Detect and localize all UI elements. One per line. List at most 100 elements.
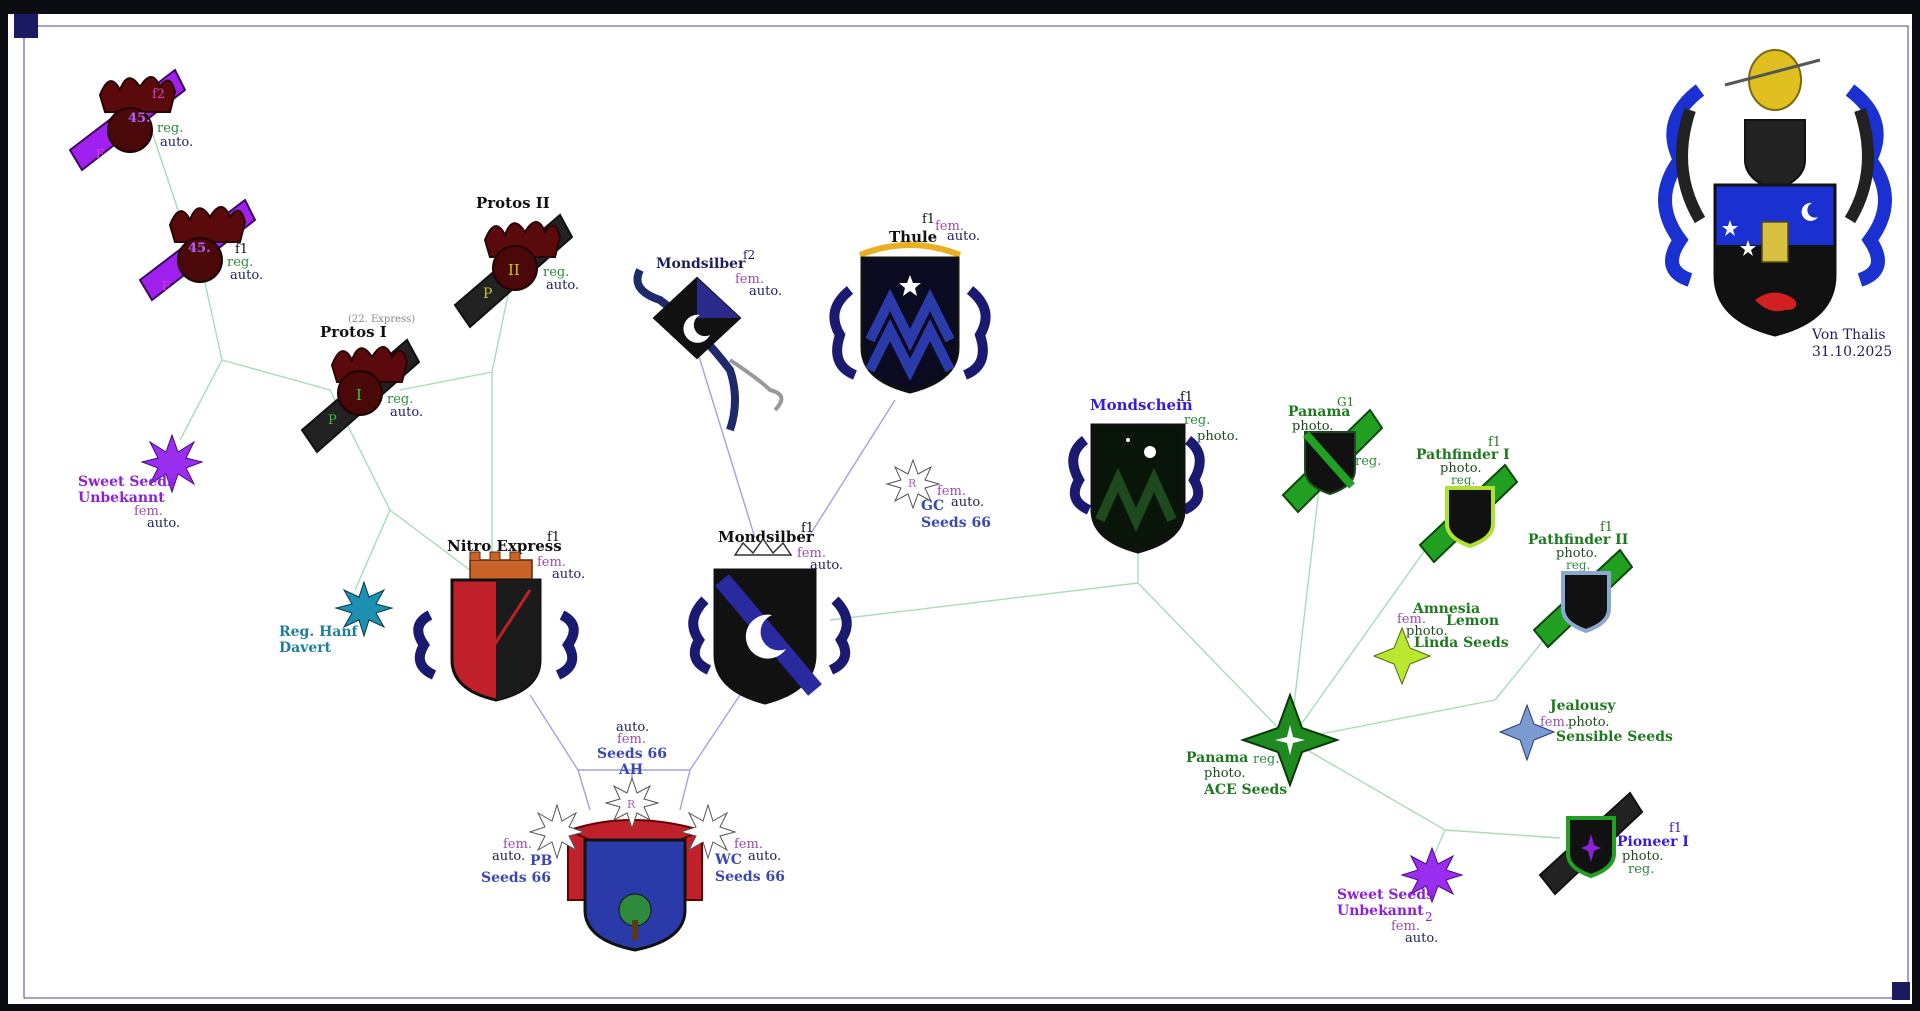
photo-label: photo. (1406, 624, 1447, 639)
fem-label: fem. (935, 219, 964, 234)
node-name: Nitro Express (447, 537, 562, 555)
roman-label: I (356, 386, 362, 404)
generation-label: f1 (235, 242, 248, 257)
node-name: Pioneer I (1617, 834, 1689, 850)
moon-icon (1144, 446, 1156, 458)
strain-label: Reg. Hanf (279, 624, 359, 640)
fem-label: fem. (734, 837, 763, 852)
star-icon (604, 776, 660, 830)
shield-icon (860, 256, 960, 394)
signature-name: Von Thalis (1811, 327, 1886, 343)
node-protos-ii: Protos II II P reg. auto. (453, 194, 579, 329)
node-mondschein: Mondschein f1 reg. photo. (1068, 390, 1238, 554)
photo-label: photo. (1556, 546, 1597, 561)
reg-label: reg. (1451, 473, 1475, 487)
chevron-pattern (865, 318, 955, 382)
star-icon (1498, 703, 1556, 762)
grenade-icon (337, 370, 383, 416)
node-sweet-seeds-1: Sweet Seeds Unbekannt fem. auto. (78, 433, 204, 531)
generation-label: G1 (1337, 395, 1354, 409)
star-label: R (627, 798, 636, 811)
node-name: Jealousy (1548, 698, 1616, 714)
auto-label: auto. (390, 405, 423, 420)
generation-label: f1 (1669, 821, 1682, 836)
star-icon (334, 580, 394, 638)
star-icon (1126, 438, 1130, 442)
star-icon (1740, 240, 1756, 256)
star-icon (899, 275, 921, 296)
node-name: Protos I (320, 323, 387, 341)
breeder-label: Seeds 66 (481, 870, 551, 886)
breeder-label: Seeds 66 (921, 515, 991, 531)
note-label: (22. Express) (348, 314, 415, 325)
auto-label: auto. (147, 516, 180, 531)
fem-label: fem. (797, 546, 826, 561)
breeder-label: ACE Seeds (1203, 782, 1287, 798)
auto-label: auto. (616, 720, 649, 735)
node-panama-ace: Panama reg. photo. ACE Seeds (1186, 692, 1341, 798)
generation-label: f1 (1180, 390, 1193, 405)
breeder-label: Sweet Seeds (78, 474, 175, 490)
marker-label: F (96, 147, 104, 161)
tower-icon (1761, 221, 1789, 263)
helm-icon (1744, 119, 1806, 192)
badge-label: 45. (128, 111, 151, 126)
marker-label: P (483, 286, 492, 302)
mantling (1068, 436, 1205, 515)
fem-label: fem. (503, 837, 532, 852)
mural-crown-icon (469, 559, 533, 581)
bend (1303, 431, 1355, 489)
node-sweet-seeds-2: Sweet Seeds Unbekannt 2 fem. auto. (1337, 846, 1464, 946)
star-icon (1722, 220, 1738, 236)
node-jealousy: Jealousy fem. photo. Sensible Seeds (1498, 698, 1673, 762)
generation-label: f1 (1488, 435, 1501, 450)
node-pathfinder-i: f1 Pathfinder I photo. reg. (1416, 435, 1519, 564)
photo-label: photo. (1440, 461, 1481, 476)
node-gc: R fem. auto. GC Seeds 66 (885, 458, 991, 531)
mantling (829, 286, 991, 380)
crescent-icon (683, 314, 710, 343)
mantling (688, 596, 852, 675)
node-name: Mondsilber (656, 256, 746, 272)
node-protos-i: (22. Express) Protos I I P reg. auto. (300, 314, 423, 454)
photo-label: photo. (1292, 419, 1333, 434)
node-pioneer-i: f1 Pioneer I photo. reg. (1538, 791, 1689, 896)
node-name: Panama (1288, 404, 1350, 420)
connections (147, 119, 1561, 861)
arrow-icon (476, 589, 532, 671)
reg-label: reg. (543, 265, 569, 280)
breeder-label: Davert (279, 640, 332, 656)
auto-label: auto. (492, 849, 525, 864)
strain-label: Amnesia (1412, 601, 1480, 617)
code-label: AH (618, 762, 643, 778)
connections-violet (529, 349, 896, 811)
auto-label: auto. (951, 495, 984, 510)
star-icon (1400, 846, 1464, 904)
breeder-label: Sweet Seeds (1337, 887, 1434, 903)
code-label: GC (921, 498, 944, 514)
fem-label: fem. (1540, 715, 1569, 730)
mantling (413, 610, 579, 680)
node-name: Panama (1186, 750, 1248, 766)
reg-label: reg. (227, 255, 253, 270)
coat-of-arms (1658, 49, 1892, 337)
torse (858, 242, 962, 258)
node-nitro-express: Nitro Express f1 fem. auto. (413, 530, 585, 702)
generation-label: f2 (152, 87, 165, 102)
star-icon (1581, 834, 1601, 862)
reg-label: reg. (1628, 862, 1654, 877)
breeder-label: Seeds 66 (715, 869, 785, 885)
node-top2: 45. F f1 reg. auto. (138, 198, 263, 302)
code-label: WC (714, 852, 742, 868)
node-panama-g1: Panama G1 photo. reg. (1281, 395, 1384, 514)
reg-label: reg. (1253, 752, 1279, 767)
star-icon (140, 433, 204, 494)
node-thule: f1 Thule fem. auto. (829, 212, 991, 394)
flame-icon (168, 206, 247, 243)
auto-label: auto. (947, 229, 980, 244)
node-pathfinder-ii: f1 Pathfinder II photo. reg. (1528, 520, 1634, 649)
node-top1: 45. f2 F reg. auto. (68, 68, 193, 172)
flame-icon (98, 76, 177, 113)
auto-label: auto. (552, 567, 585, 582)
